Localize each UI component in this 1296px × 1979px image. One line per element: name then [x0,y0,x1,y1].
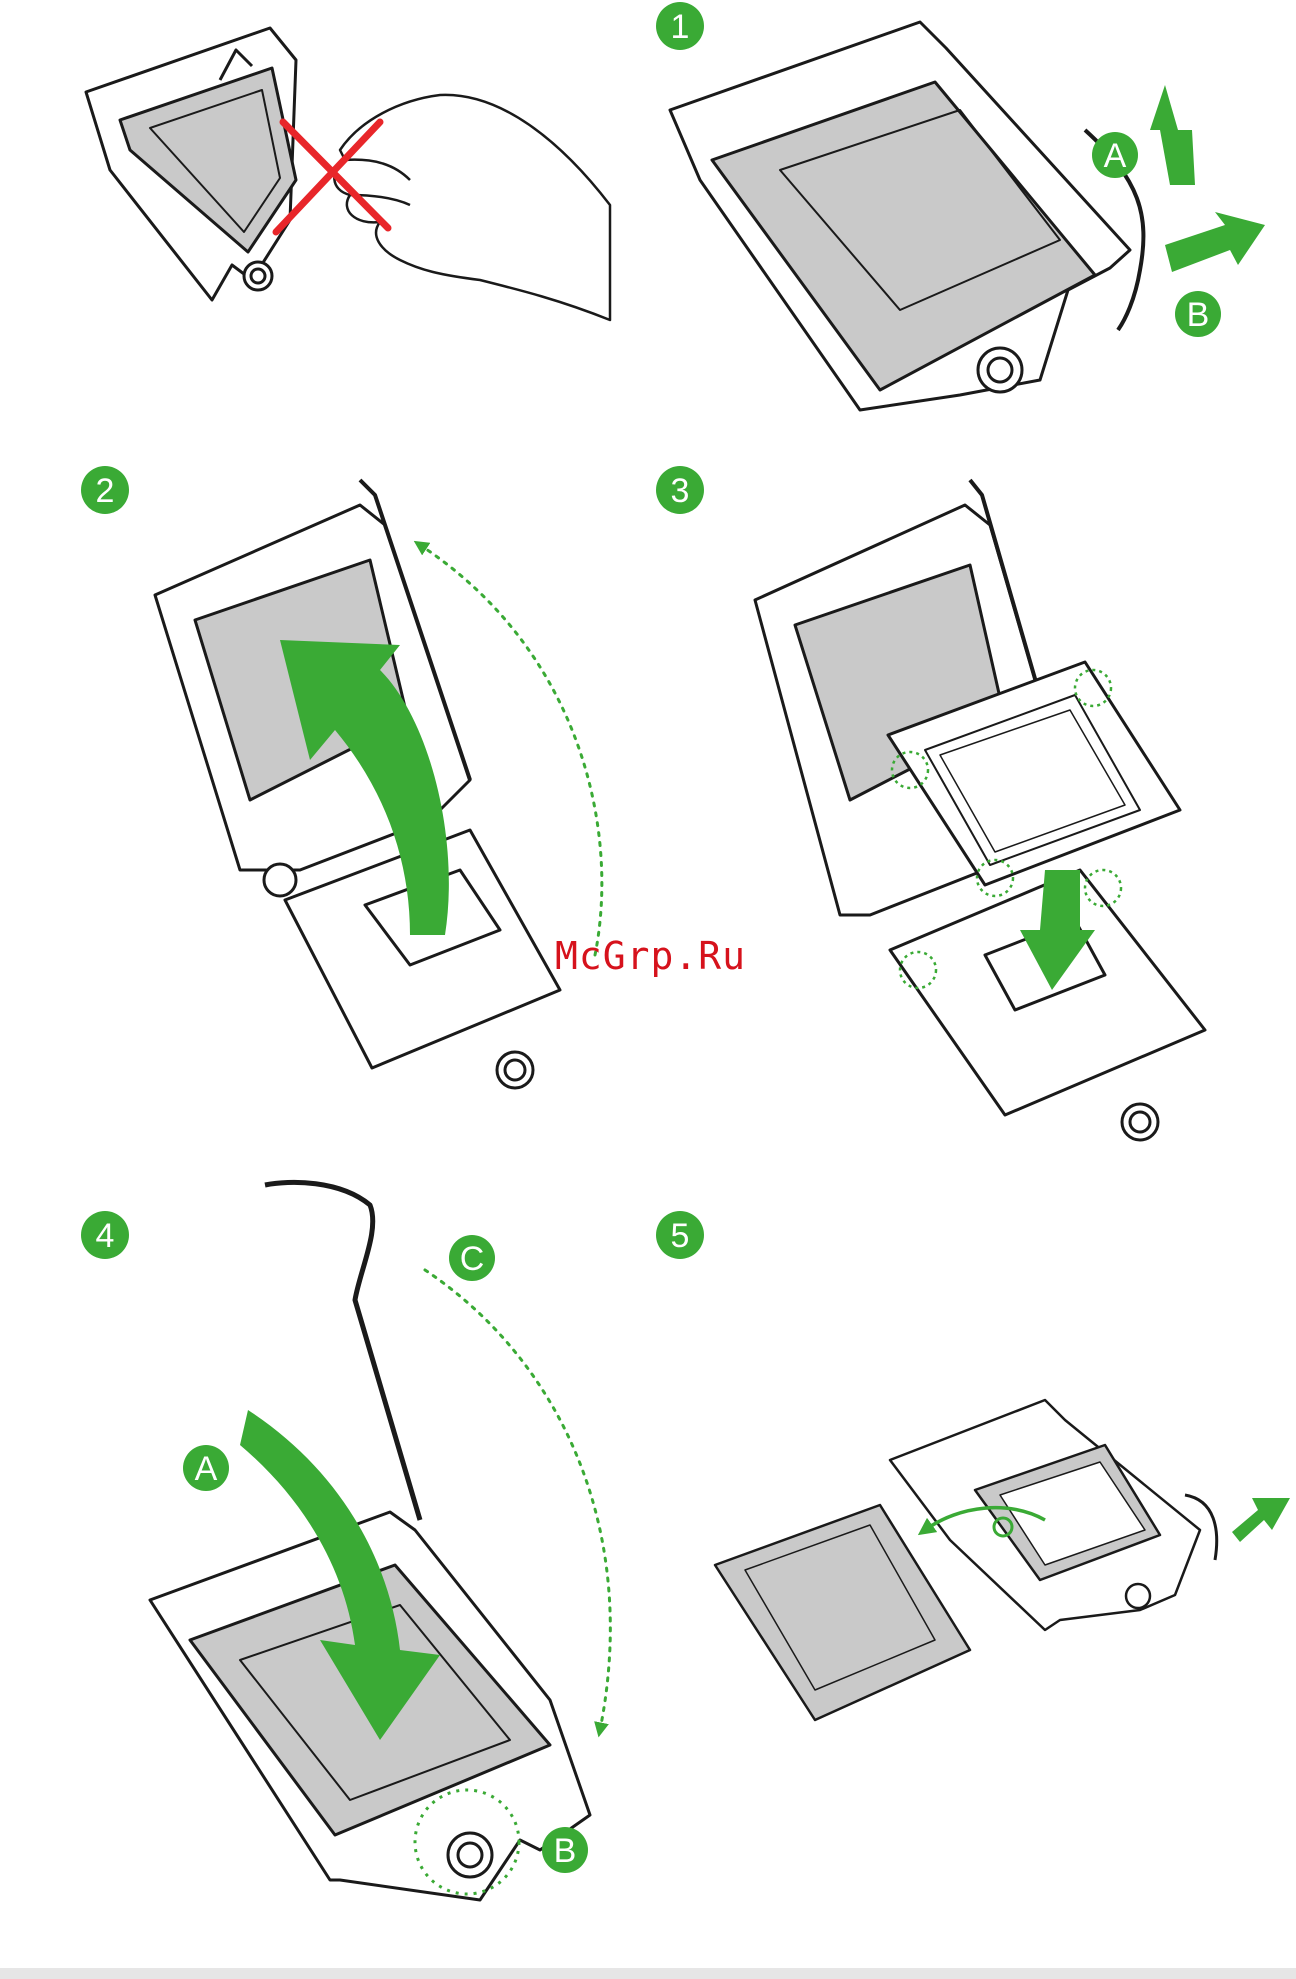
callout-b-text: B [554,1832,577,1870]
step-3-badge: 3 [656,466,704,514]
step-1-callout-a: A [1092,132,1138,178]
no-touch-illustration [86,28,610,320]
callout-c-text: C [460,1240,485,1278]
callout-b-text: B [1187,296,1210,334]
step-2-socket-open [155,480,560,1088]
pnp-cap-icon [715,1505,970,1720]
step-5-socket-closed [890,1400,1217,1630]
step-4-callout-c: C [449,1235,495,1281]
socket-closed-small [86,28,296,300]
step-1-number: 1 [671,8,690,46]
step-4-number: 4 [96,1217,115,1255]
step-3-number: 3 [671,472,690,510]
step-5-number: 5 [671,1217,690,1255]
watermark-text: McGrp.Ru [555,934,746,978]
step-4-callout-b: B [542,1827,588,1873]
step-4-badge: 4 [81,1211,129,1259]
callout-a-text: A [1104,137,1127,175]
step-1-badge: 1 [656,2,704,50]
callout-a-text: A [195,1450,218,1488]
step-2-badge: 2 [81,466,129,514]
step-4-callout-a: A [183,1445,229,1491]
step-5-press-arrow [1232,1498,1290,1542]
step-5-badge: 5 [656,1211,704,1259]
step-1-arrow-down [1150,85,1195,185]
step-1-callout-b: B [1175,291,1221,337]
step-2-number: 2 [96,472,115,510]
footer-bar [0,1968,1296,1979]
step-1-socket [670,22,1143,410]
step-1-arrow-right [1165,212,1265,272]
step-4-socket-closing [150,1182,590,1900]
